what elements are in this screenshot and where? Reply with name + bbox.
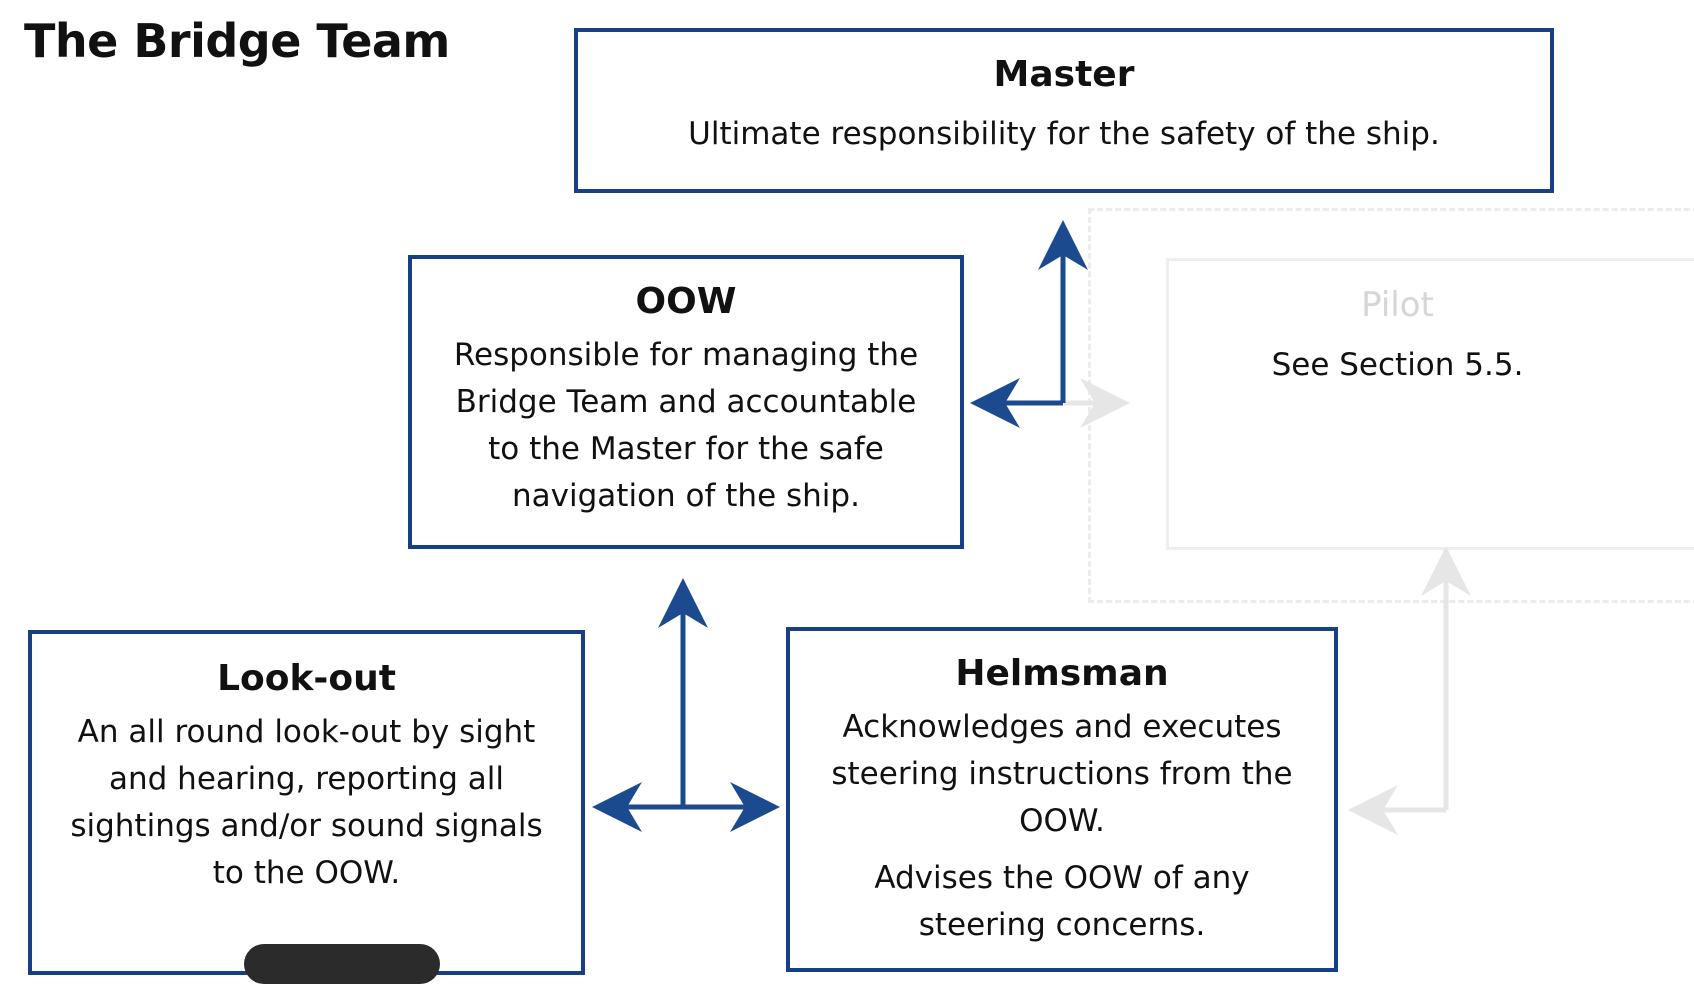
lookout-box: Look-out An all round look-out by sight … [28,630,585,975]
pilot-text: See Section 5.5. [1271,347,1524,383]
overlay-pill[interactable] [244,944,440,984]
helmsman-box: Helmsman Acknowledges and executes steer… [786,627,1338,972]
master-text: Ultimate responsibility for the safety o… [688,116,1440,152]
diagram-title: The Bridge Team [24,14,450,68]
pilot-connectors [1064,378,1471,835]
master-heading: Master [993,54,1135,95]
oow-heading: OOW [635,281,737,322]
connector-arrows [592,220,1471,835]
helmsman-text: Acknowledges and executes steering instr… [831,709,1293,839]
oow-box: OOW Responsible for managing the Bridge … [408,255,964,549]
helmsman-heading: Helmsman [955,653,1169,694]
master-oow-connector [970,220,1088,428]
oow-text: Responsible for managing the Bridge Team… [453,337,919,514]
helmsman-text-2: Advises the OOW of any steering concerns… [874,860,1250,943]
lookout-text: An all round look-out by sight and heari… [70,714,543,891]
master-box: Master Ultimate responsibility for the s… [574,28,1554,193]
pilot-heading: Pilot [1361,285,1434,325]
lookout-heading: Look-out [217,658,396,699]
oow-crew-connector [592,578,780,832]
